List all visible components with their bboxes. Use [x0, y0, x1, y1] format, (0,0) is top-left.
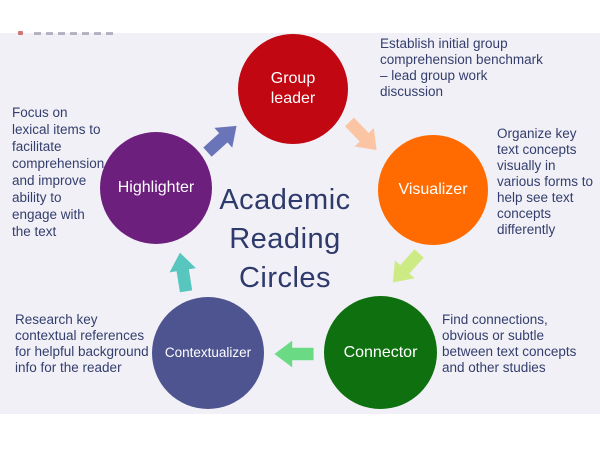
arrow-group-leader-to-visualizer: [344, 117, 377, 151]
arrow-visualizer-to-connector: [392, 249, 424, 283]
arrow-highlighter-to-group-leader: [203, 125, 237, 157]
circle-visualizer: Visualizer: [378, 135, 488, 245]
circle-connector: Connector: [324, 296, 437, 409]
block-arrow-left-icon: [274, 340, 314, 368]
circle-contextualizer: Contextualizer: [152, 297, 264, 409]
cropped-text-artifact: [34, 32, 118, 35]
arrow-connector-to-contextualizer: [274, 340, 314, 368]
circle-label-highlighter: Highlighter: [117, 179, 195, 197]
circle-label-visualizer: Visualizer: [398, 181, 468, 199]
circle-highlighter: Highlighter: [100, 132, 212, 244]
block-arrow-down-left-icon: [392, 249, 424, 283]
cropped-text-artifact: [18, 31, 23, 35]
arrow-contextualizer-to-highlighter: [169, 252, 196, 293]
block-arrow-up-right-icon: [203, 125, 237, 157]
circle-label-connector: Connector: [343, 343, 418, 361]
block-arrow-up-icon: [169, 252, 196, 293]
circle-label-contextualizer: Contextualizer: [164, 344, 252, 360]
block-arrow-down-right-icon: [344, 117, 377, 151]
